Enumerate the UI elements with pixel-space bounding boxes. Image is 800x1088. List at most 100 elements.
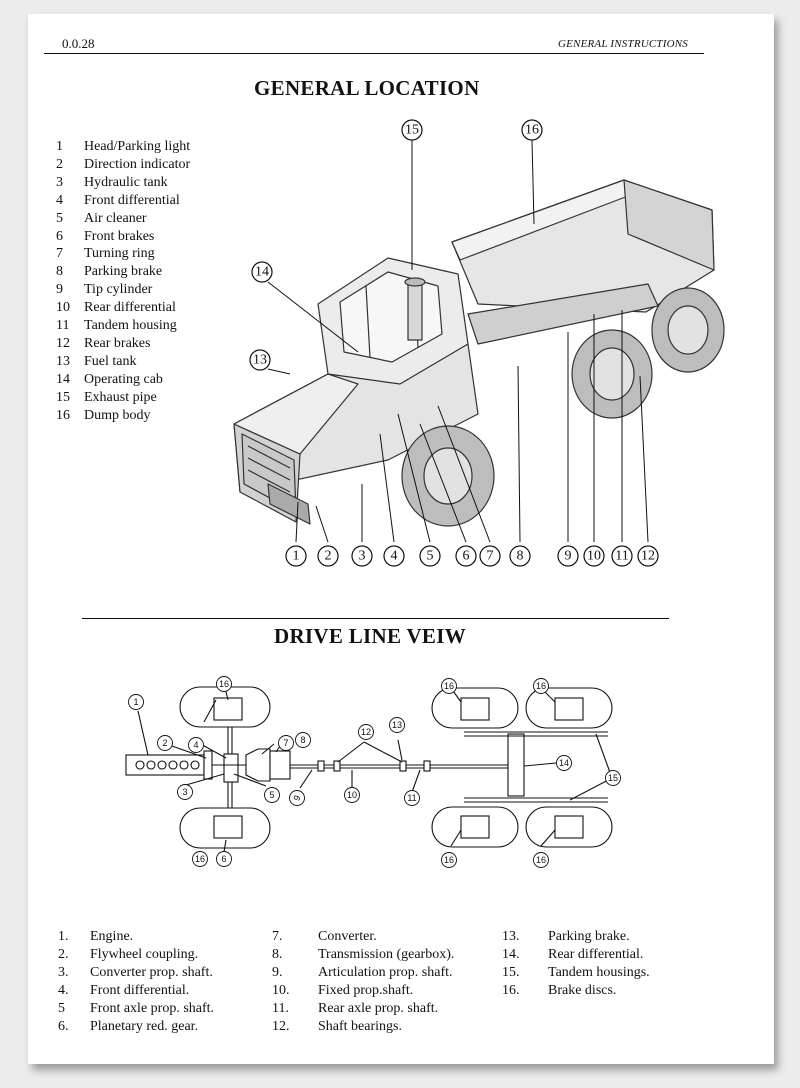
callout-3: 3 — [351, 545, 373, 567]
drive-line-legend-col2: 7.Converter. 8.Transmission (gearbox). 9… — [272, 928, 454, 1036]
callout-label: 11 — [407, 793, 416, 803]
legend-item: 2.Flywheel coupling. — [58, 947, 199, 962]
callout-15: 15 — [401, 119, 423, 141]
dl-callout-6: 6 — [216, 851, 232, 867]
callout-12: 12 — [637, 545, 659, 567]
dl-callout-4: 4 — [188, 737, 204, 753]
callout-label: 13 — [253, 353, 267, 368]
dl-callout-16: 16 — [441, 852, 457, 868]
callout-16: 16 — [521, 119, 543, 141]
callout-label: 5 — [269, 790, 274, 800]
callout-label: 8 — [517, 549, 524, 564]
document-page: 0.0.28 GENERAL INSTRUCTIONS GENERAL LOCA… — [28, 14, 774, 1064]
legend-item: 9.Articulation prop. shaft. — [272, 965, 453, 980]
callout-label: 16 — [195, 854, 205, 864]
callout-label: 16 — [444, 681, 454, 691]
legend-item: 12.Shaft bearings. — [272, 1019, 402, 1034]
dl-callout-16: 16 — [216, 676, 232, 692]
legend-item: 8.Transmission (gearbox). — [272, 947, 455, 962]
callout-label: 10 — [347, 790, 357, 800]
callout-5: 5 — [419, 545, 441, 567]
legend-item: 14.Rear differential. — [502, 947, 644, 962]
dl-callout-9: 9 — [289, 790, 305, 806]
callout-label: 6 — [221, 854, 226, 864]
callout-label: 7 — [283, 738, 288, 748]
callout-label: 1 — [133, 697, 138, 707]
callout-label: 16 — [536, 681, 546, 691]
dl-callout-16: 16 — [533, 852, 549, 868]
callout-10: 10 — [583, 545, 605, 567]
callout-label: 16 — [219, 679, 229, 689]
dl-callout-7: 7 — [278, 735, 294, 751]
callout-2: 2 — [317, 545, 339, 567]
legend-item: 3.Converter prop. shaft. — [58, 965, 213, 980]
page-number: 0.0.28 — [62, 36, 95, 51]
callout-label: 12 — [641, 549, 655, 564]
dl-callout-5: 5 — [264, 787, 280, 803]
dl-callout-8: 8 — [295, 732, 311, 748]
callout-label: 12 — [361, 727, 371, 737]
dl-callout-14: 14 — [556, 755, 572, 771]
legend-item: 4.Front differential. — [58, 983, 190, 998]
callout-13: 13 — [249, 349, 271, 371]
callout-label: 3 — [182, 787, 187, 797]
callout-label: 14 — [559, 758, 569, 768]
general-location-callouts: 1 2 3 4 5 6 7 8 9 10 11 12 13 14 15 16 — [249, 119, 659, 567]
dl-callout-16: 16 — [441, 678, 457, 694]
callout-1: 1 — [285, 545, 307, 567]
drive-line-diagram: 1 2 3 4 5 6 7 8 9 10 11 12 13 14 15 16 1… — [125, 676, 621, 868]
callout-label: 9 — [291, 794, 302, 802]
legend-item: 11.Rear axle prop. shaft. — [272, 1001, 439, 1016]
callout-label: 4 — [391, 549, 398, 564]
legend-item: 6.Planetary red. gear. — [58, 1019, 199, 1034]
dl-callout-10: 10 — [344, 787, 360, 803]
callout-label: 2 — [325, 549, 332, 564]
drive-line-legend-col1: 1.Engine. 2.Flywheel coupling. 3.Convert… — [58, 928, 214, 1036]
callout-label: 16 — [525, 123, 539, 138]
callout-label: 3 — [359, 549, 366, 564]
header-rule — [44, 53, 704, 54]
callout-label: 7 — [487, 549, 494, 564]
callout-label: 16 — [444, 855, 454, 865]
dl-callout-2: 2 — [157, 735, 173, 751]
dump-truck-illustration — [233, 179, 725, 527]
callout-label: 8 — [300, 735, 305, 745]
dl-callout-11: 11 — [404, 790, 420, 806]
dl-callout-16: 16 — [192, 851, 208, 867]
general-location-title: GENERAL LOCATION — [254, 76, 480, 100]
callout-4: 4 — [383, 545, 405, 567]
dl-callout-12: 12 — [358, 724, 374, 740]
dl-callout-3: 3 — [177, 784, 193, 800]
callout-label: 14 — [255, 265, 269, 280]
callout-6: 6 — [455, 545, 477, 567]
callout-label: 15 — [405, 123, 419, 138]
callout-label: 2 — [162, 738, 167, 748]
callout-8: 8 — [509, 545, 531, 567]
section-name: GENERAL INSTRUCTIONS — [557, 38, 688, 50]
dl-callout-1: 1 — [128, 694, 144, 710]
callout-label: 16 — [536, 855, 546, 865]
callout-label: 15 — [608, 773, 618, 783]
callout-9: 9 — [557, 545, 579, 567]
callout-7: 7 — [479, 545, 501, 567]
callout-label: 11 — [615, 549, 628, 564]
section-divider — [82, 618, 669, 619]
callout-label: 5 — [427, 549, 434, 564]
legend-item: 13.Parking brake. — [502, 929, 630, 944]
callout-14: 14 — [251, 261, 273, 283]
dl-callout-16: 16 — [533, 678, 549, 694]
